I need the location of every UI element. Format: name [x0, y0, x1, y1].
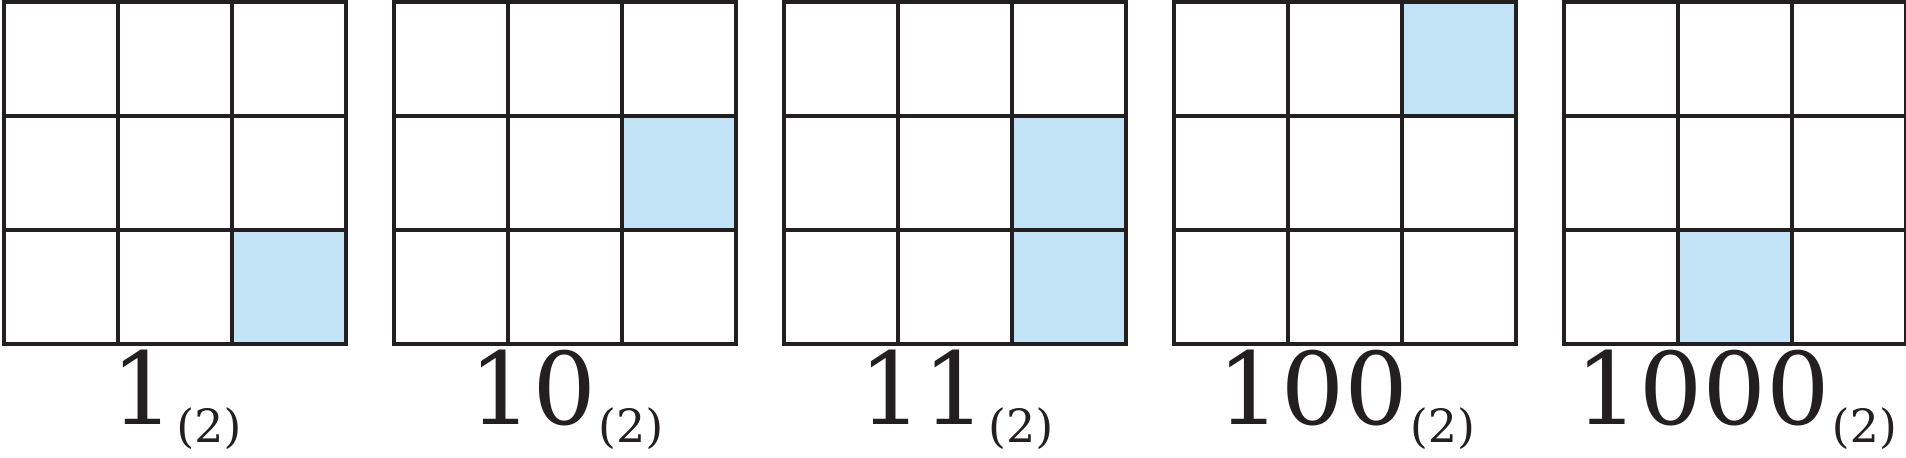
grid-cell — [784, 2, 898, 116]
grid-cell — [1288, 116, 1402, 230]
grid-cell — [4, 116, 118, 230]
grid-cell — [1288, 2, 1402, 116]
caption-base: (2) — [598, 399, 664, 453]
grid-3 — [782, 0, 1128, 346]
grid-cell — [394, 230, 508, 344]
grid-cell — [784, 116, 898, 230]
grid-1 — [2, 0, 348, 346]
caption-1: 1(2) — [2, 340, 350, 450]
caption-4: 100(2) — [1172, 340, 1520, 450]
grid-cell-filled — [1402, 2, 1516, 116]
panel-1: 1(2) — [2, 0, 350, 458]
grid-cell — [508, 2, 622, 116]
grid-cell — [118, 230, 232, 344]
grid-cell — [1792, 230, 1906, 344]
grid-cell — [232, 2, 346, 116]
caption-number: 1 — [110, 331, 175, 448]
grid-cell — [1564, 230, 1678, 344]
grid-cell — [898, 2, 1012, 116]
grid-cell — [1792, 116, 1906, 230]
grid-cell-filled — [622, 116, 736, 230]
panel-5: 1000(2) — [1562, 0, 1906, 458]
caption-number: 11 — [858, 331, 987, 448]
grid-cell — [394, 116, 508, 230]
grid-cell — [1402, 230, 1516, 344]
grid-cell — [118, 116, 232, 230]
grid-cell — [4, 230, 118, 344]
grid-cell — [1678, 2, 1792, 116]
grid-2 — [392, 0, 738, 346]
grid-cell-filled — [1678, 230, 1792, 344]
grid-cell-filled — [1012, 230, 1126, 344]
panel-2: 10(2) — [392, 0, 740, 458]
caption-3: 11(2) — [782, 340, 1130, 450]
grid-cell — [784, 230, 898, 344]
grid-cell — [394, 2, 508, 116]
grid-cell — [622, 2, 736, 116]
caption-2: 10(2) — [392, 340, 740, 450]
caption-5: 1000(2) — [1562, 340, 1906, 450]
grid-cell — [118, 2, 232, 116]
grid-cell — [622, 230, 736, 344]
grid-cell-filled — [232, 230, 346, 344]
grid-4 — [1172, 0, 1518, 346]
caption-base: (2) — [1409, 399, 1476, 453]
grid-cell — [232, 116, 346, 230]
grid-cell — [1012, 2, 1126, 116]
grid-cell-filled — [1012, 116, 1126, 230]
grid-cell — [1792, 2, 1906, 116]
grid-cell — [1678, 116, 1792, 230]
grid-cell — [1564, 2, 1678, 116]
caption-number: 1000 — [1575, 331, 1830, 448]
caption-base: (2) — [988, 399, 1054, 453]
caption-base: (2) — [176, 399, 242, 453]
grid-cell — [1174, 230, 1288, 344]
panel-4: 100(2) — [1172, 0, 1520, 458]
caption-number: 100 — [1216, 331, 1408, 448]
grid-5 — [1562, 0, 1906, 346]
grid-cell — [508, 230, 622, 344]
grid-cell — [898, 116, 1012, 230]
grid-cell — [1564, 116, 1678, 230]
panel-3: 11(2) — [782, 0, 1130, 458]
grid-cell — [1288, 230, 1402, 344]
grid-cell — [508, 116, 622, 230]
grid-cell — [1174, 116, 1288, 230]
grid-cell — [898, 230, 1012, 344]
grid-cell — [4, 2, 118, 116]
caption-number: 10 — [468, 331, 597, 448]
grid-cell — [1402, 116, 1516, 230]
caption-base: (2) — [1831, 399, 1897, 453]
grid-cell — [1174, 2, 1288, 116]
